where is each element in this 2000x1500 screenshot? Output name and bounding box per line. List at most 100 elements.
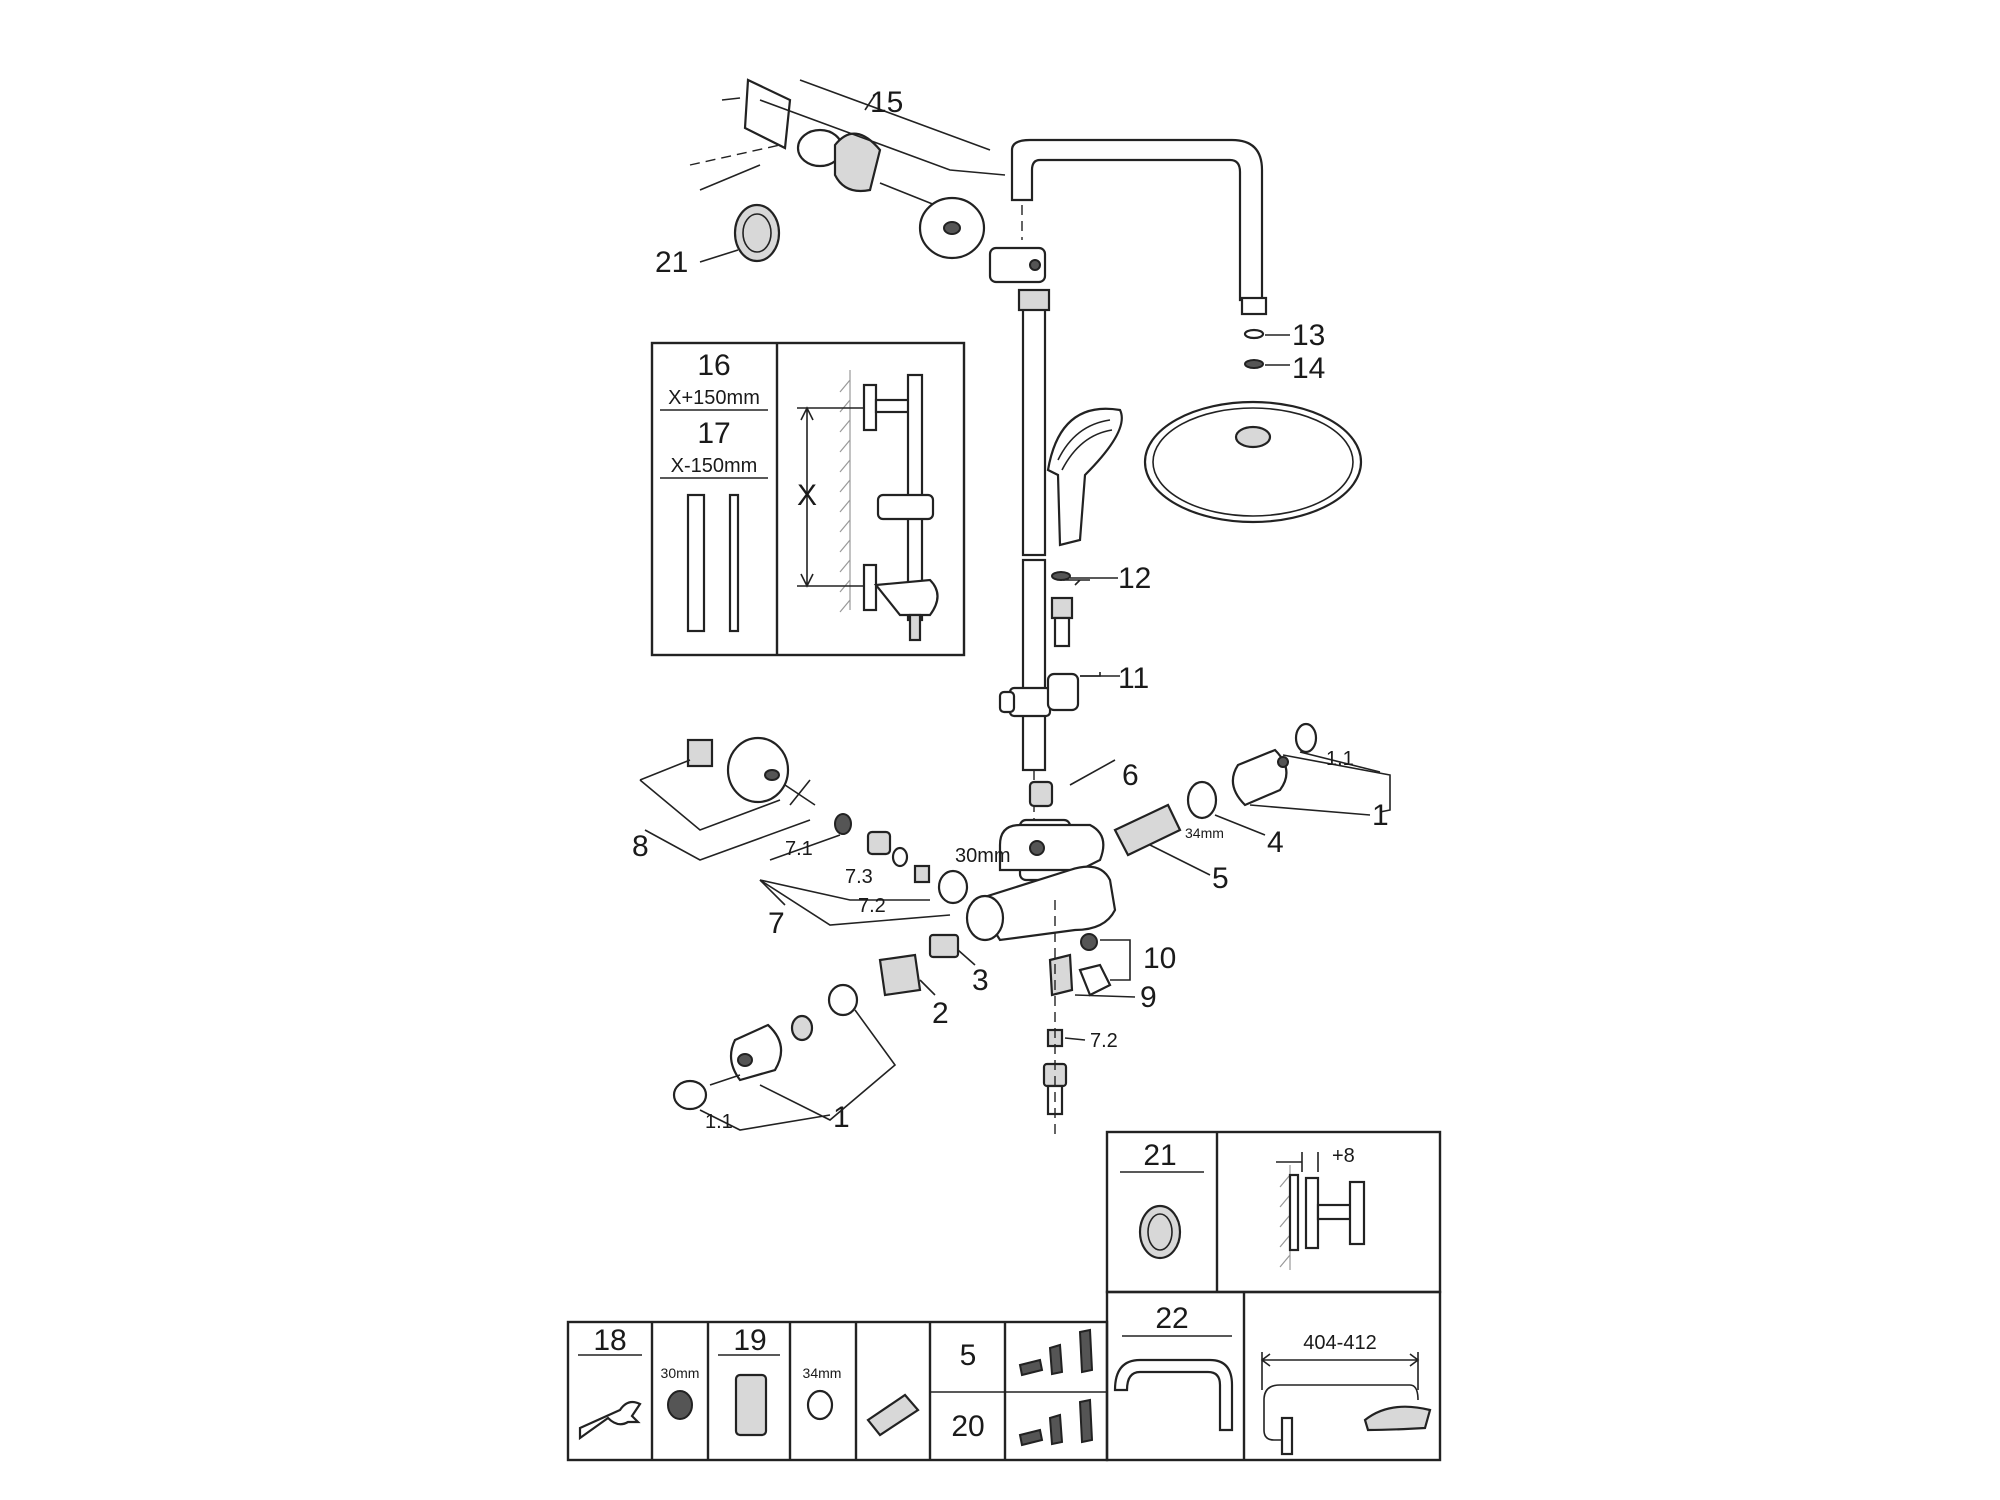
cap-1-1-left (672, 1079, 708, 1111)
label-7-1: 7.1 (785, 838, 813, 860)
shower-arm-pipe (1010, 138, 1264, 302)
handle-1-hole (737, 1053, 753, 1067)
label-plus8: +8 (1332, 1145, 1355, 1167)
bottom-outlet-group (1042, 579, 1136, 1140)
outlet-nipple-9 (1048, 953, 1074, 997)
leader-2 (919, 979, 936, 996)
label-tools-34mm: 34mm (803, 1365, 842, 1381)
cover-21 (733, 203, 781, 263)
label-20: 20 (951, 1410, 984, 1443)
hand-shower-rings-2 (1061, 429, 1113, 471)
label-1-1-right: 1.1 (1326, 748, 1354, 770)
leader-1-right-b (1249, 804, 1371, 816)
screw-long-15 (879, 182, 936, 206)
cartridge-8 (686, 738, 714, 768)
leader-11-right (1299, 751, 1381, 773)
leader-1-left (759, 1009, 897, 1121)
washer-13 (1243, 328, 1265, 340)
handle-screw-right (1277, 756, 1289, 768)
leader-21-top (699, 164, 761, 191)
hand-shower (1046, 407, 1123, 648)
label-13: 13 (1292, 319, 1325, 352)
label-x-plus-150: X+150mm (668, 387, 760, 409)
hand-shower-body (1046, 407, 1123, 547)
inset-wall-plate: 21 +8 (1105, 1130, 1442, 1294)
label-21-inset: 21 (1143, 1139, 1176, 1172)
leader-7-3 (759, 879, 930, 901)
riser-pipe-upper (1021, 293, 1047, 557)
wrench-icon (578, 1400, 642, 1441)
thermostat-spout (973, 865, 1117, 942)
head-shower-plate (1143, 400, 1363, 524)
label-10: 10 (1143, 942, 1176, 975)
inset-wall-hatch (1279, 1165, 1291, 1270)
nut-2 (827, 983, 859, 1017)
leader-15-b (799, 79, 991, 151)
inset-span-dim (1260, 1352, 1420, 1390)
dim-x-arrow (800, 406, 814, 588)
inset-wall-plate-body (1288, 1173, 1300, 1252)
label-17: 17 (697, 417, 730, 450)
label-7-2: 7.2 (858, 895, 886, 917)
leader-7-1 (769, 834, 841, 861)
cartridge-5 (1113, 803, 1182, 857)
tools-strip: 18 30mm 19 34mm 5 20 (566, 1320, 1109, 1462)
socket-34mm-icon (806, 1389, 834, 1421)
inset-flange (1304, 1176, 1320, 1250)
washer-14 (1244, 359, 1264, 369)
label-1-1-left: 1.1 (705, 1111, 733, 1133)
dash-15 (689, 144, 781, 166)
head-shower (1143, 296, 1363, 524)
handle-8-hole (764, 769, 780, 781)
label-1-left: 1 (833, 1101, 850, 1134)
nut-30mm (937, 869, 969, 905)
head-shower-rim (1152, 407, 1354, 517)
label-2: 2 (932, 997, 949, 1030)
slider-holder (1046, 672, 1080, 712)
left-handle-group (639, 736, 969, 926)
label-1-right: 1 (1372, 799, 1389, 832)
leader-7 (759, 879, 786, 906)
socket-30mm-icon (667, 1390, 693, 1420)
hose-end (1053, 616, 1071, 648)
slider-knob (998, 690, 1016, 714)
label-11: 11 (1118, 662, 1149, 695)
handle-8 (726, 736, 790, 804)
head-shower-hub (1234, 425, 1272, 449)
screw-1-1-left (709, 1074, 741, 1086)
label-19: 19 (733, 1324, 766, 1357)
cartridge-tool-icon (866, 1393, 920, 1437)
leader-5 (1149, 844, 1211, 876)
leader-6 (1069, 759, 1116, 786)
top-wall-mount (689, 78, 1006, 263)
inset-extension-frame (650, 341, 966, 657)
extension-pipe (686, 493, 706, 633)
upper-wall-bracket (988, 246, 1047, 284)
cartridge-2 (878, 953, 922, 997)
leader-7-2-bottom (1064, 1037, 1086, 1041)
socket-19-icon (734, 1373, 768, 1437)
riser-connector (1017, 288, 1051, 312)
aerator-housing-10 (1078, 963, 1112, 997)
inset-arm-outline (1263, 1384, 1419, 1441)
head-shower-nut (1240, 296, 1268, 316)
dim-x-ext-lines (797, 407, 875, 587)
label-18: 18 (593, 1324, 626, 1357)
cap-1-1-right (1294, 722, 1318, 754)
leader-1-1-left (699, 1109, 831, 1131)
inset-plus8-dim (1276, 1152, 1319, 1172)
leader-4 (1214, 814, 1266, 836)
label-12: 12 (1118, 562, 1151, 595)
inset-vertical (1348, 1180, 1366, 1246)
tools-dividers (650, 1322, 1007, 1460)
body-screw-hole (1029, 840, 1045, 856)
seal-7-1 (834, 813, 852, 835)
hand-shower-rings (1057, 419, 1111, 461)
adapter-3 (928, 933, 960, 959)
label-7-3: 7.3 (845, 866, 873, 888)
mount-base-15 (833, 132, 882, 193)
leader-21 (699, 249, 739, 263)
label-22: 22 (1155, 1302, 1188, 1335)
inset-bracket-bottom-arm (873, 578, 939, 617)
hose-nut (1050, 596, 1074, 620)
